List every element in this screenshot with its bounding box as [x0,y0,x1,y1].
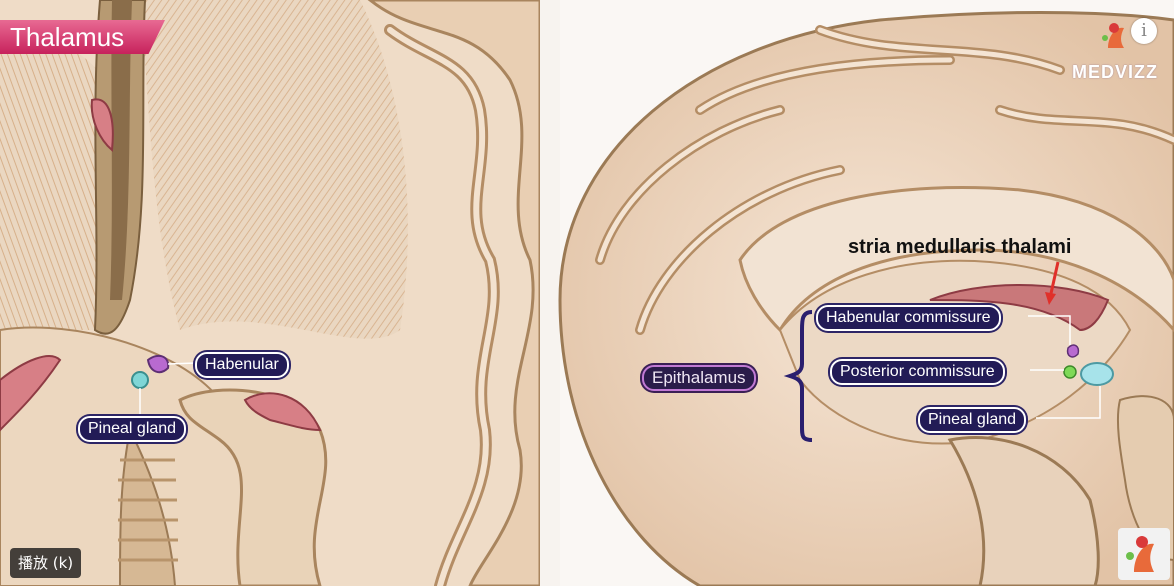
habenular-commissure-label: Habenular commissure [816,305,1001,331]
epithalamus-label: Epithalamus [642,365,756,391]
info-icon[interactable]: i [1131,18,1157,44]
watermark-logo-icon [1126,536,1154,572]
habenular-label: Habenular [195,352,289,378]
title-badge: Thalamus [0,20,165,54]
medvizz-logo-icon [1102,23,1124,48]
title-badge-text: Thalamus [10,22,125,52]
posterior-commissure-label: Posterior commissure [830,359,1005,385]
red-pointer-arrow [1048,261,1060,299]
epithalamus-bracket [783,310,813,442]
stria-medullaris-heading: stria medullaris thalami [848,236,1072,258]
play-tooltip: 播放 (k) [10,548,82,578]
channel-watermark[interactable] [1118,528,1170,580]
pineal-gland-label-left: Pineal gland [78,416,187,442]
pineal-gland-label-right: Pineal gland [918,407,1027,433]
medvizz-wordmark: MEDVIZZ [1072,62,1158,82]
